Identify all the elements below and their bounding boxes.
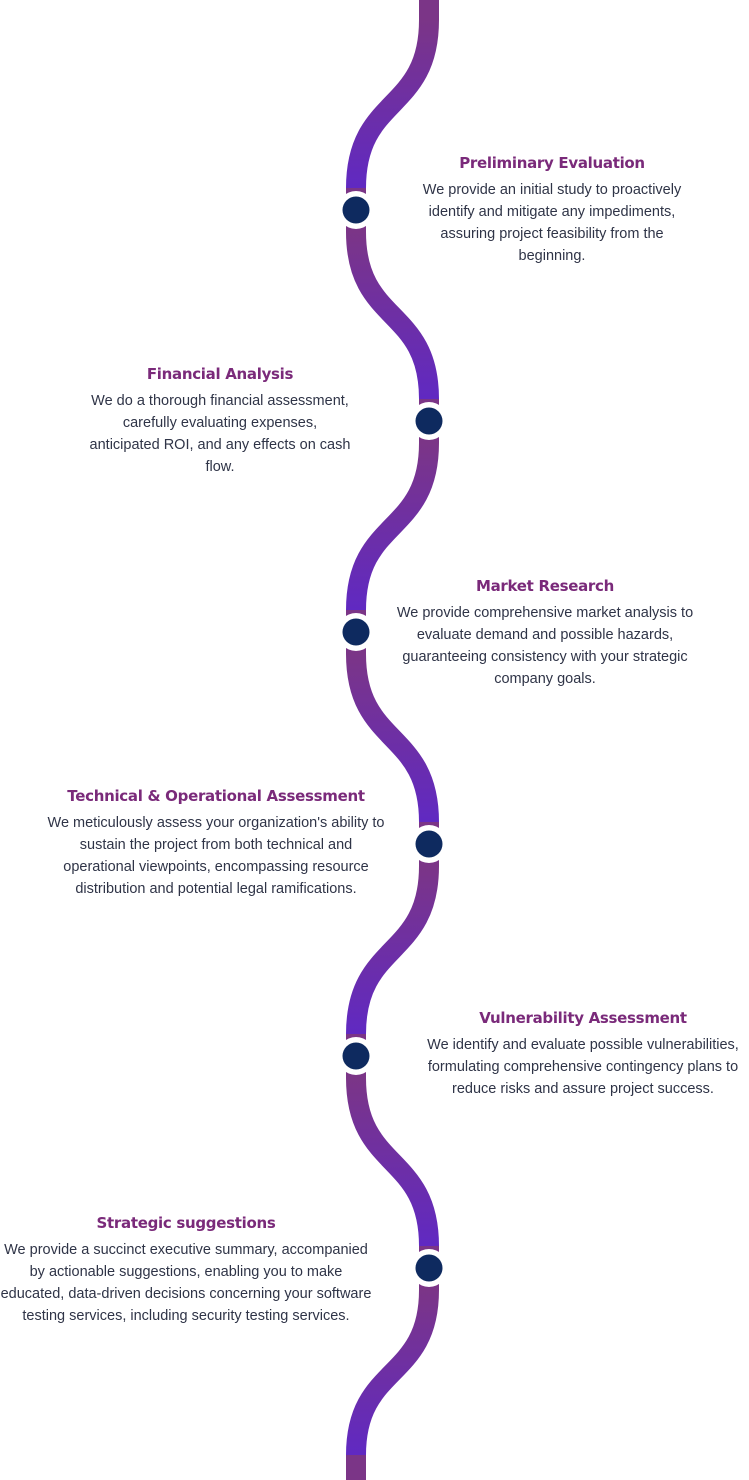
step-title: Financial Analysis (146, 365, 294, 383)
step-description: We do a thorough financial assessment, c… (89, 393, 351, 475)
step-description: We provide a succinct executive summary,… (0, 1242, 372, 1324)
step-description: We provide comprehensive market analysis… (396, 605, 694, 687)
step-market-research: Market Research We provide comprehensive… (392, 577, 698, 690)
timeline-segment (346, 653, 439, 823)
step-description: We meticulously assess your organization… (47, 815, 385, 897)
timeline-node (415, 407, 443, 435)
timeline-node (342, 618, 370, 646)
timeline-node (342, 1042, 370, 1070)
timeline-node (415, 1254, 443, 1282)
step-preliminary-evaluation: Preliminary Evaluation We provide an ini… (418, 154, 686, 267)
timeline-nodes (337, 191, 448, 1287)
timeline-node (342, 196, 370, 224)
timeline-segment (346, 1077, 439, 1247)
step-description: We identify and evaluate possible vulner… (427, 1037, 739, 1097)
timeline-segment (346, 442, 439, 611)
step-strategic-suggestions: Strategic suggestions We provide a succi… (0, 1214, 372, 1327)
timeline-segment (346, 865, 439, 1035)
step-financial-analysis: Financial Analysis We do a thorough fina… (86, 365, 354, 478)
timeline-node (415, 830, 443, 858)
step-technical-operational-assessment: Technical & Operational Assessment We me… (44, 787, 388, 900)
step-title: Technical & Operational Assessment (67, 787, 365, 805)
timeline-segment (346, 19, 439, 189)
step-title: Preliminary Evaluation (459, 154, 645, 172)
step-title: Market Research (475, 577, 614, 595)
step-title: Strategic suggestions (96, 1214, 276, 1232)
timeline-segment (346, 1289, 439, 1456)
step-description: We provide an initial study to proactive… (422, 182, 682, 264)
step-vulnerability-assessment: Vulnerability Assessment We identify and… (418, 1009, 748, 1100)
step-title: Vulnerability Assessment (479, 1009, 687, 1027)
timeline-segment (346, 231, 439, 400)
